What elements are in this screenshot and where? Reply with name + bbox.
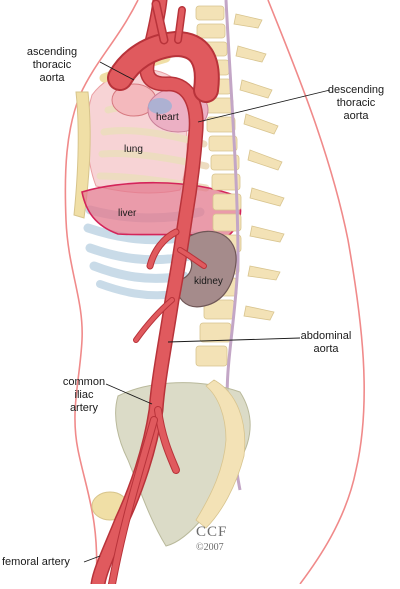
label-ascending-thoracic-aorta: ascending thoracic aorta (26, 46, 78, 84)
organ-label-heart: heart (156, 112, 179, 123)
leader-lines (83, 61, 331, 563)
body-outline (64, 0, 365, 585)
sternum (73, 91, 91, 219)
organ-label-lung: lung (124, 144, 143, 155)
sacrum (195, 379, 246, 529)
label-abdominal-aorta: abdominal aorta (300, 330, 352, 355)
label-common-iliac-artery: common iliac artery (62, 376, 106, 414)
organ-label-kidney: kidney (194, 276, 223, 287)
ccf-logo: CCF (196, 524, 228, 540)
organ-label-liver: liver (118, 208, 137, 219)
aorta (90, 0, 220, 589)
spinous-processes (233, 13, 285, 321)
label-descending-thoracic-aorta: descending thoracic aorta (327, 84, 385, 122)
ccf-copyright-year: ©2007 (196, 542, 224, 553)
label-femoral-artery: femoral artery (2, 556, 70, 568)
